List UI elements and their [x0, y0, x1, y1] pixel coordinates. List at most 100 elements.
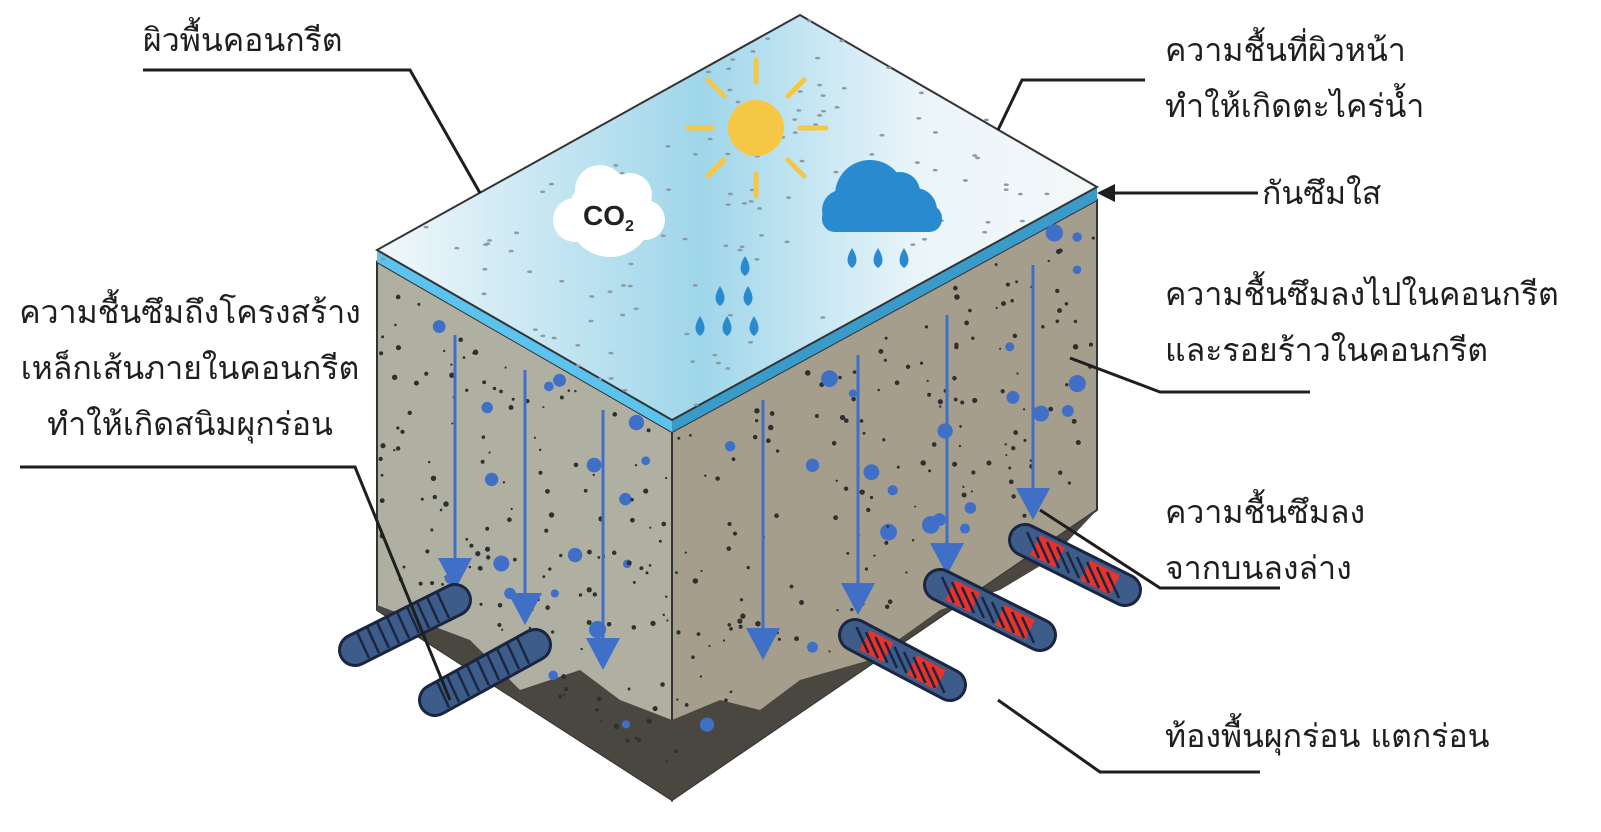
aggregate-dot	[774, 513, 779, 519]
aggregate-dot	[729, 626, 733, 631]
aggregate-dot	[1067, 481, 1071, 485]
rust-patch	[1030, 535, 1065, 568]
aggregate-dot	[600, 720, 603, 723]
aggregate-dot	[970, 490, 973, 493]
aggregate-dot	[1011, 446, 1016, 451]
surface-speck	[982, 230, 988, 234]
aggregate-dot	[417, 302, 421, 306]
rebar-rib	[1065, 551, 1081, 579]
aggregate-dot	[606, 621, 612, 627]
moisture-bubble	[959, 523, 970, 534]
aggregate-dot	[864, 567, 869, 571]
aggregate-dot	[497, 603, 503, 608]
aggregate-dot	[994, 263, 998, 266]
raindrops-icon	[695, 248, 909, 336]
rust-patch	[906, 655, 946, 690]
label-line: ความชื้นที่ผิวหน้า	[1165, 31, 1406, 69]
aggregate-dot	[586, 587, 592, 593]
moisture-bubble	[493, 555, 510, 572]
aggregate-dot	[380, 443, 386, 449]
arrow-head-icon	[1016, 488, 1050, 520]
label-line: และรอยร้าวในคอนกรีต	[1165, 331, 1489, 369]
aggregate-dot	[432, 494, 437, 500]
aggregate-dot	[1075, 440, 1081, 446]
surface-speck	[815, 56, 821, 60]
surface-speck	[684, 332, 690, 336]
aggregate-dot	[708, 644, 711, 648]
aggregate-dot	[1008, 466, 1012, 470]
surface-speck	[750, 50, 756, 53]
aggregate-dot	[481, 435, 486, 439]
surface-speck	[527, 270, 533, 273]
aggregate-dot	[592, 473, 595, 477]
aggregate-dot	[497, 622, 502, 628]
aggregate-dot	[691, 655, 695, 659]
aggregate-dot	[480, 459, 485, 464]
aggregate-dot	[1055, 288, 1060, 294]
arrow-head-icon	[841, 583, 875, 615]
aggregate-dot	[380, 473, 384, 477]
aggregate-dot	[729, 690, 733, 694]
raindrop-icon	[715, 286, 725, 306]
aggregate-dot	[675, 571, 678, 575]
aggregate-dot	[665, 595, 668, 599]
aggregate-dot	[884, 336, 888, 340]
aggregate-dot	[597, 556, 601, 559]
aggregate-dot	[831, 440, 837, 446]
surface-speck	[1003, 188, 1009, 191]
rebar-rib	[1000, 606, 1016, 634]
surface-speck	[754, 258, 760, 261]
aggregate-dot	[794, 636, 799, 642]
aggregate-dot	[962, 485, 965, 488]
aggregate-dot	[545, 605, 550, 610]
raindrop-icon	[749, 316, 759, 336]
surface-speck	[575, 364, 581, 368]
rebar-rib	[395, 611, 411, 639]
aggregate-dot	[636, 738, 641, 743]
aggregate-dot	[862, 431, 866, 435]
aggregate-dot	[475, 551, 481, 557]
damaged-underside-left	[377, 605, 672, 800]
rebar-rib	[505, 642, 521, 670]
surface-speck	[727, 313, 733, 317]
aggregate-dot	[926, 379, 929, 383]
aggregate-dot	[573, 462, 579, 468]
label-line: ความชื้นซึมลง	[1165, 493, 1366, 531]
aggregate-dot	[561, 674, 567, 680]
aggregate-dot	[866, 507, 871, 513]
surface-speck	[918, 91, 924, 95]
aggregate-dot	[662, 613, 665, 617]
rust-patch	[859, 630, 894, 663]
rebar-rib	[1025, 531, 1041, 559]
surface-speck	[608, 351, 614, 355]
aggregate-dot	[927, 392, 932, 397]
surface-speck	[621, 284, 627, 287]
aggregate-dot	[395, 345, 402, 351]
aggregate-dots	[378, 19, 1095, 763]
label-line: ทำให้เกิดตะไคร่น้ำ	[1165, 87, 1425, 125]
rebar-rib	[415, 601, 431, 629]
aggregate-dot	[559, 553, 563, 558]
rebar-rib	[1010, 611, 1026, 639]
aggregate-dot	[958, 444, 962, 448]
aggregate-dot	[479, 602, 483, 606]
surface-speck	[792, 118, 798, 121]
aggregate-dot	[869, 495, 874, 500]
rebar-rib	[365, 626, 381, 654]
aggregate-dot	[567, 389, 571, 392]
aggregate-dot	[544, 528, 549, 533]
surface-speck	[817, 83, 823, 87]
moisture-bubble	[724, 440, 736, 452]
rebar-rib	[1105, 571, 1121, 599]
aggregate-dot	[905, 364, 911, 370]
moisture-bubble	[1033, 405, 1049, 422]
surface-speck	[666, 188, 672, 191]
rebar-rib	[864, 631, 880, 659]
aggregate-dot	[665, 760, 669, 763]
aggregate-dot	[612, 412, 618, 417]
surface-speck	[799, 159, 805, 163]
rebar-rib	[960, 586, 976, 614]
aggregate-dot	[971, 336, 975, 340]
surface-speck	[820, 316, 826, 319]
